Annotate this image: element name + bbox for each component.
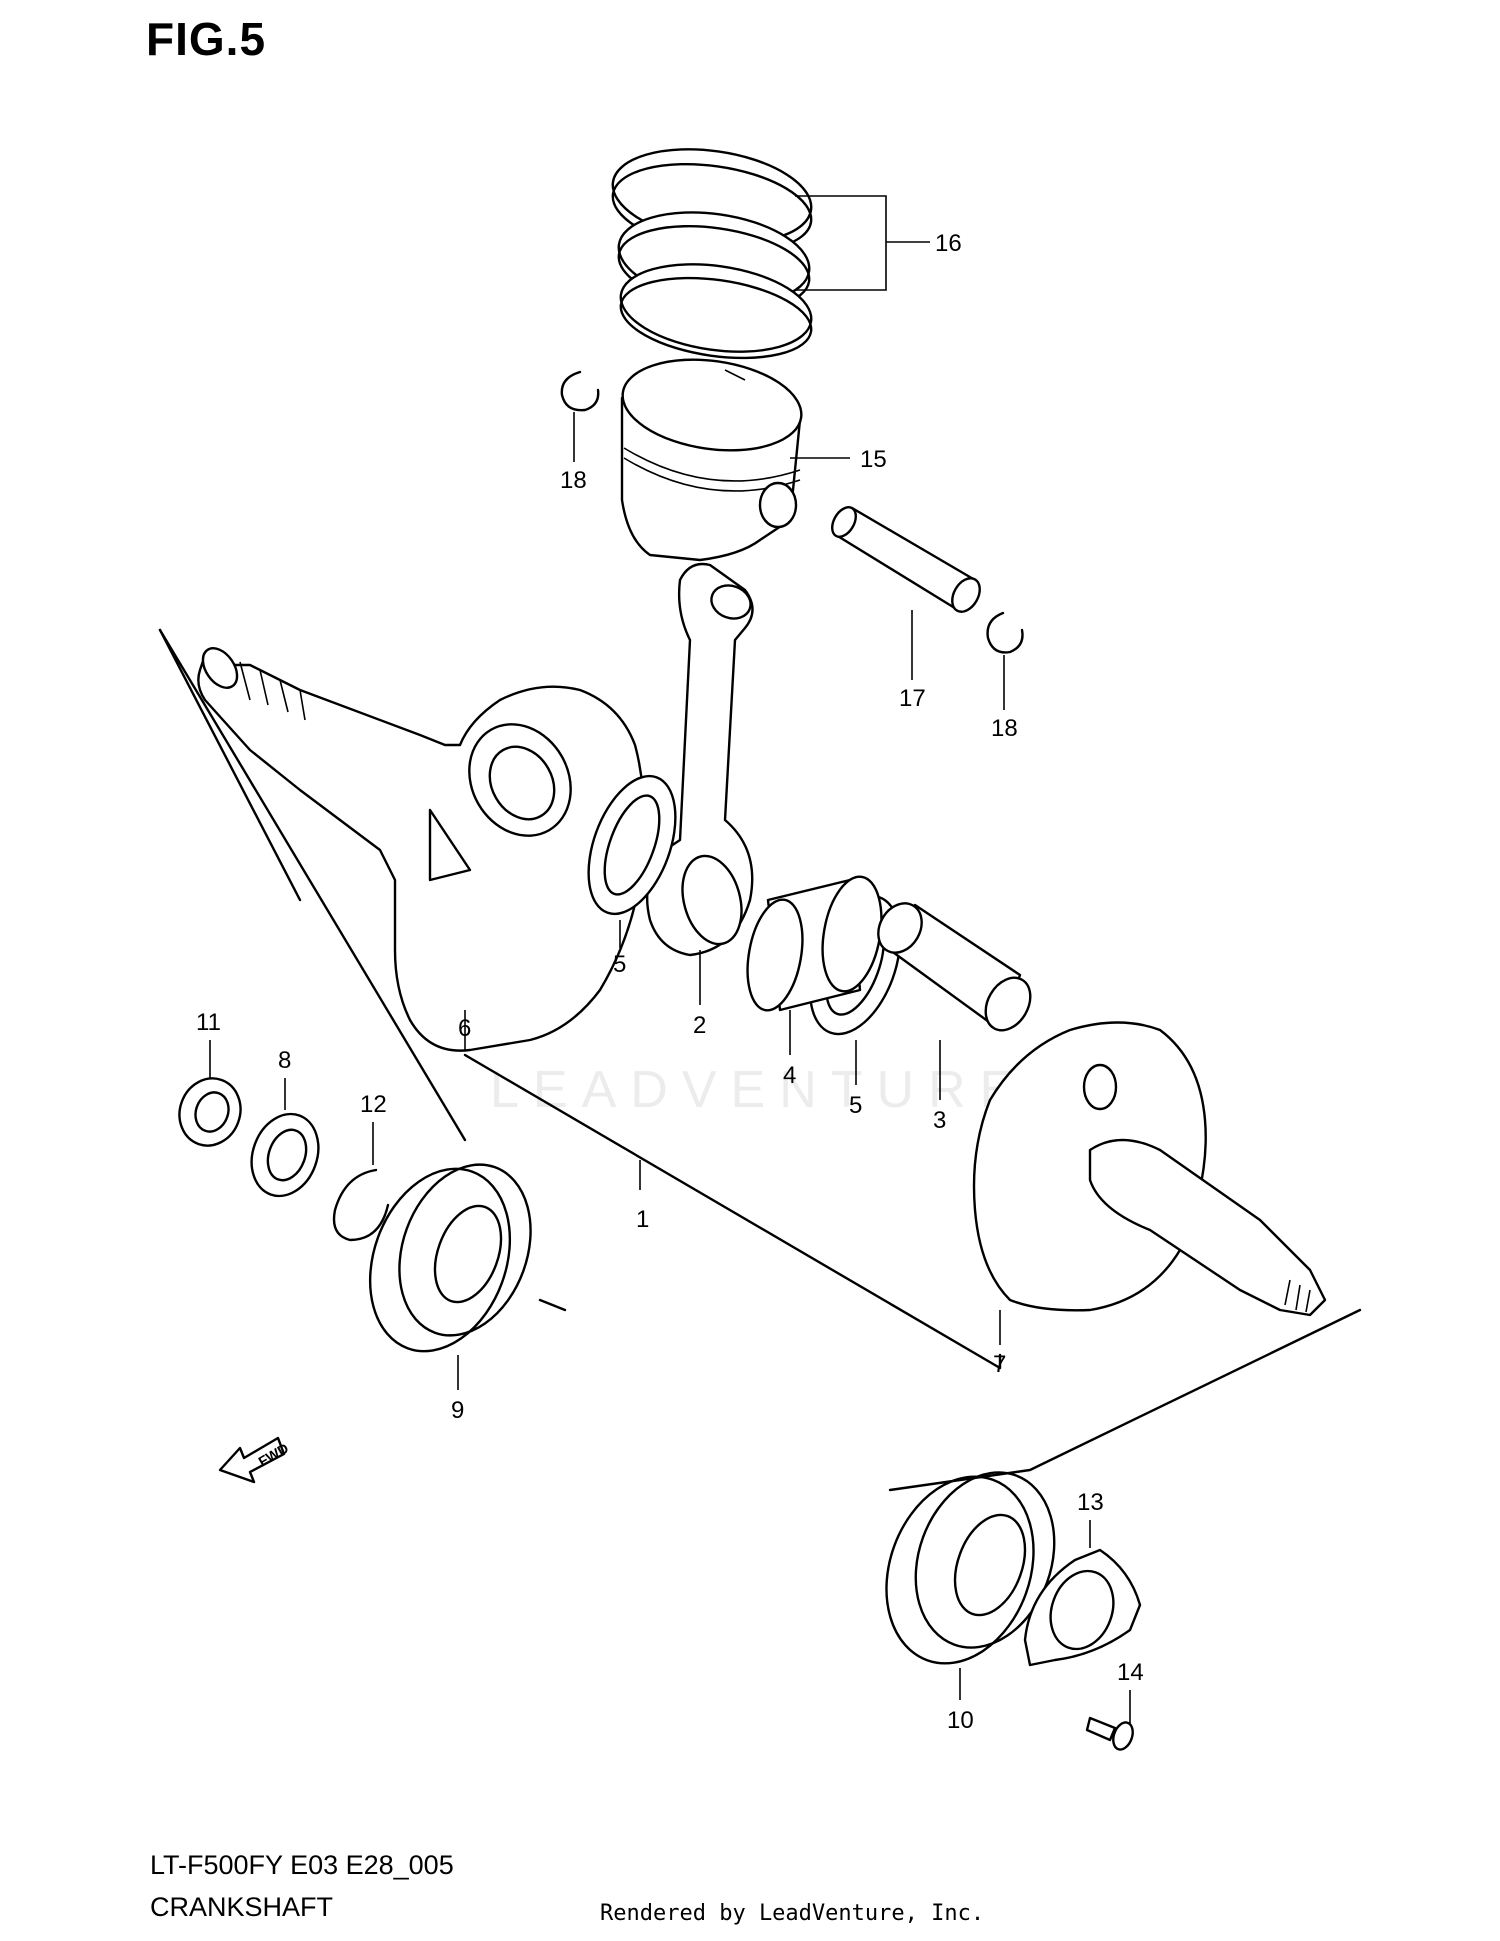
bearing-retainer[interactable] bbox=[1023, 1548, 1142, 1667]
assembly-line-left bbox=[158, 628, 467, 1142]
callout-7: 7 bbox=[993, 1351, 1006, 1378]
rendered-by: Rendered by LeadVenture, Inc. bbox=[600, 1901, 985, 1926]
callout-5b: 5 bbox=[849, 1092, 862, 1119]
assembly-line-left-2 bbox=[158, 628, 302, 902]
watermark: LEADVENTURE bbox=[490, 1061, 1029, 1119]
screw[interactable] bbox=[1085, 1716, 1136, 1752]
callout-15: 15 bbox=[860, 446, 887, 473]
figure-title: FIG.5 bbox=[146, 13, 267, 65]
callout-13: 13 bbox=[1077, 1489, 1104, 1516]
callout-2: 2 bbox=[693, 1012, 706, 1039]
piston[interactable] bbox=[617, 349, 807, 562]
callout-5a: 5 bbox=[613, 951, 626, 978]
callout-4: 4 bbox=[783, 1062, 796, 1089]
callout-17: 17 bbox=[899, 685, 926, 712]
callout-8: 8 bbox=[278, 1047, 291, 1074]
bearing-small[interactable] bbox=[241, 1105, 330, 1206]
piston-pin-clip-right[interactable] bbox=[986, 611, 1024, 654]
section-title: CRANKSHAFT bbox=[150, 1892, 334, 1922]
callout-18a: 18 bbox=[560, 467, 587, 494]
callout-9: 9 bbox=[451, 1397, 464, 1424]
callout-18b: 18 bbox=[991, 715, 1018, 742]
callout-3: 3 bbox=[933, 1107, 946, 1134]
crank-pin[interactable] bbox=[870, 895, 1040, 1038]
piston-pin[interactable] bbox=[827, 503, 985, 616]
crankshaft-left[interactable] bbox=[196, 642, 646, 1052]
callout-12: 12 bbox=[360, 1091, 387, 1118]
callout-6: 6 bbox=[458, 1015, 471, 1042]
callout-10: 10 bbox=[947, 1707, 974, 1734]
circlip[interactable] bbox=[332, 1168, 390, 1242]
callout-16: 16 bbox=[935, 230, 962, 257]
assembly-bracket-1 bbox=[463, 1053, 1002, 1370]
connecting-rod[interactable] bbox=[646, 562, 755, 957]
model-code: LT-F500FY E03 E28_005 bbox=[150, 1850, 454, 1880]
assembly-line-left-end bbox=[538, 1298, 567, 1312]
forward-arrow-icon: FWD bbox=[218, 1436, 291, 1484]
callout-11: 11 bbox=[196, 1009, 221, 1036]
callout-14: 14 bbox=[1117, 1659, 1144, 1686]
piston-pin-clip-left[interactable] bbox=[560, 370, 600, 412]
main-bearing-right[interactable] bbox=[861, 1453, 1077, 1684]
piston-rings[interactable] bbox=[607, 138, 818, 369]
crankshaft-right[interactable] bbox=[972, 1021, 1327, 1317]
oil-seal[interactable] bbox=[170, 1070, 250, 1154]
main-bearing-left[interactable] bbox=[346, 1146, 554, 1371]
assembly-line-right bbox=[888, 1308, 1362, 1492]
callout-1: 1 bbox=[636, 1206, 649, 1233]
thrust-washer-left[interactable] bbox=[572, 764, 693, 925]
leader-16 bbox=[795, 195, 930, 291]
needle-bearing[interactable] bbox=[740, 872, 890, 1015]
